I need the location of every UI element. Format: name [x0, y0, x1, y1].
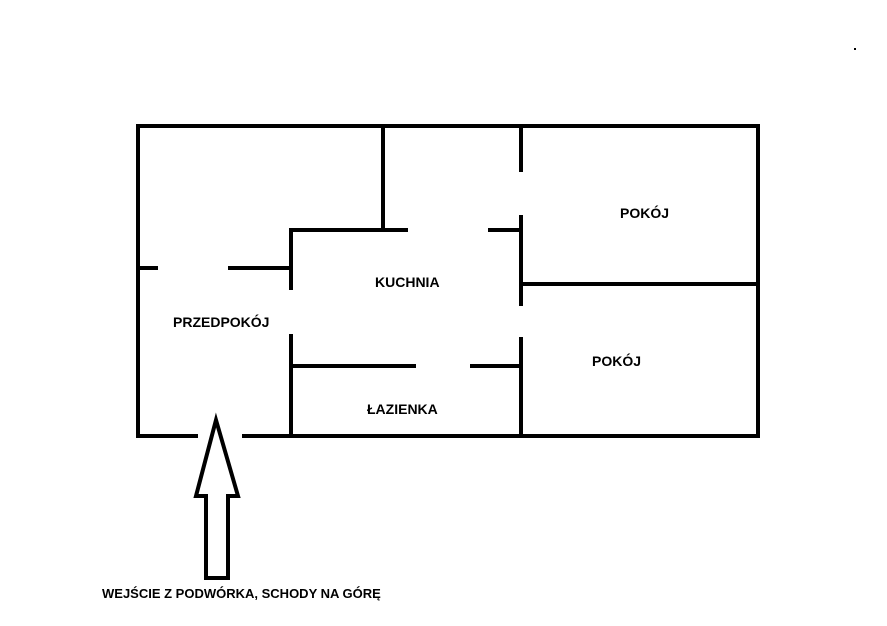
entrance-caption: WEJŚCIE Z PODWÓRKA, SCHODY NA GÓRĘ: [102, 586, 381, 601]
room-label-kuchnia: KUCHNIA: [375, 274, 440, 290]
room-label-pokoj-top: POKÓJ: [620, 204, 669, 221]
interior-walls: [136, 124, 760, 438]
room-label-pokoj-bottom: POKÓJ: [592, 352, 641, 369]
room-label-przedpokoj: PRZEDPOKÓJ: [173, 313, 269, 330]
stray-dot: [854, 48, 856, 50]
arrow-up-icon: [193, 412, 241, 580]
outer-walls: [136, 124, 760, 438]
room-label-lazienka: ŁAZIENKA: [367, 401, 438, 417]
